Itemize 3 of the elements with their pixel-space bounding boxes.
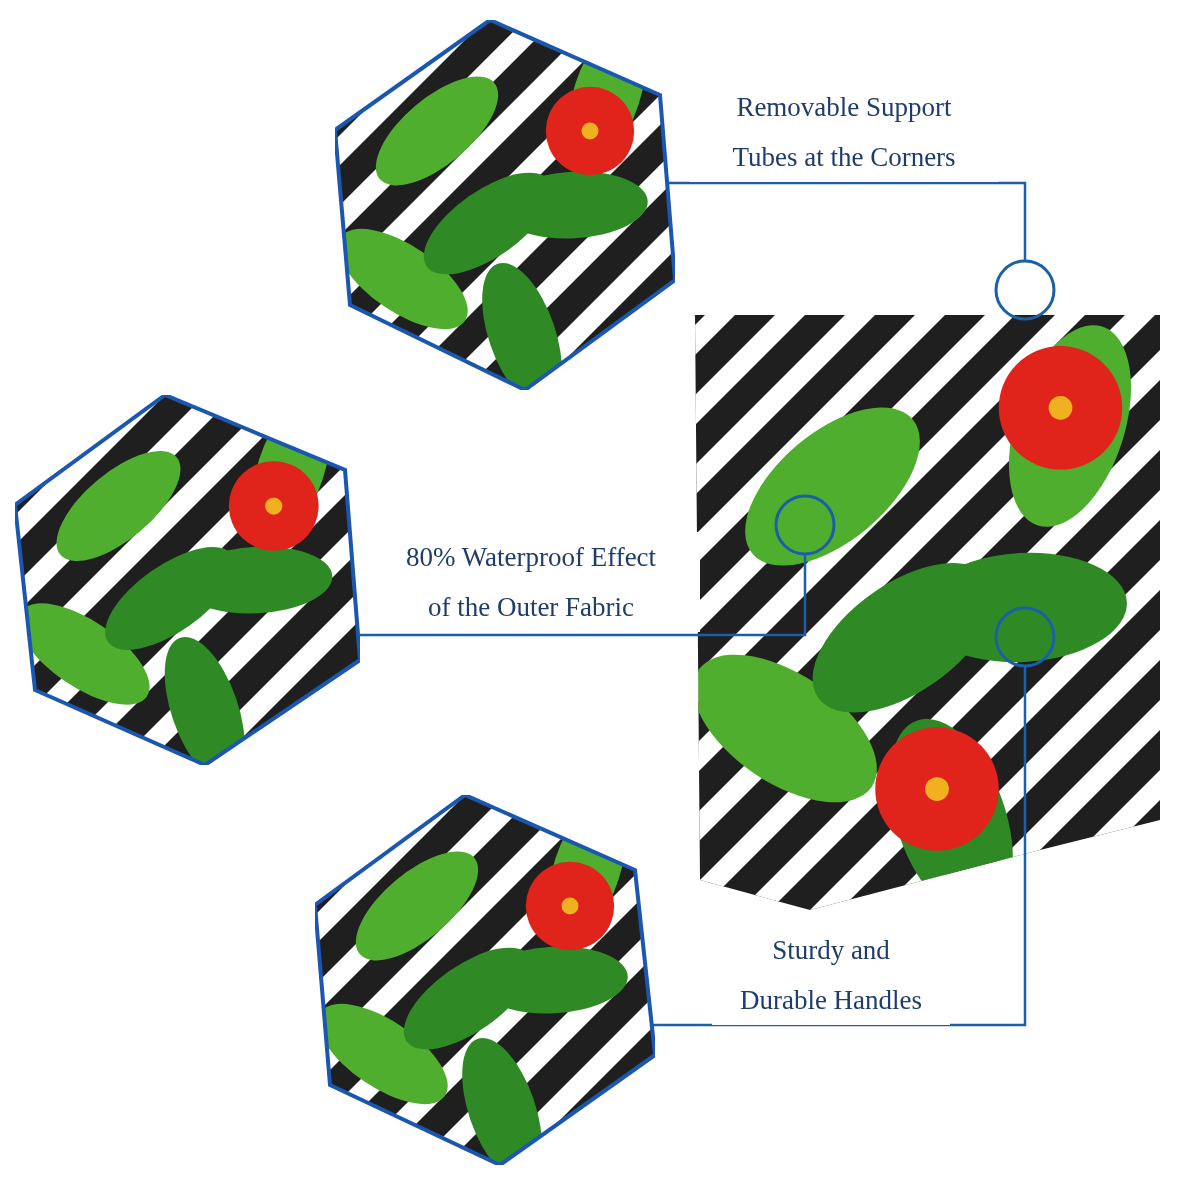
leader-line [667, 181, 1027, 261]
leader-line [651, 666, 1027, 1027]
leader-line [358, 554, 807, 637]
